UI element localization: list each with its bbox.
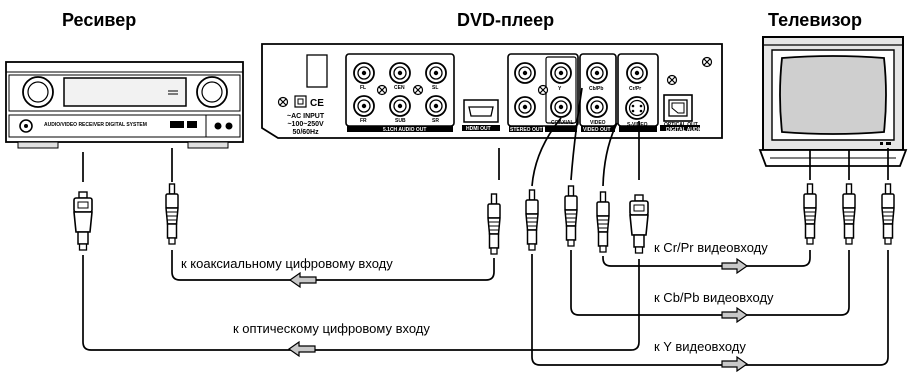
cb-pb-cable xyxy=(570,250,850,316)
jack-component-y xyxy=(550,96,572,118)
plugs xyxy=(73,183,895,255)
coaxial-connection-caption: к коаксиальному цифровому входу xyxy=(180,256,394,271)
dvd-player-title: DVD-плеер xyxy=(457,10,555,30)
stereo-out-label: STEREO OUT xyxy=(510,127,543,133)
component-cb-label: Cb/Pb xyxy=(589,86,604,92)
video-label: VIDEO xyxy=(590,120,606,126)
hdmi-label: HDMI OUT xyxy=(466,126,491,132)
component-y-label: Y xyxy=(558,86,562,92)
jack-component-cr xyxy=(626,62,648,84)
component-cr-label: Cr/Pr xyxy=(629,86,642,92)
hdmi-port xyxy=(462,99,500,131)
jack-stereo-r xyxy=(514,96,536,118)
audio-5-1-label: 5.1CH AUDIO OUT xyxy=(383,127,427,133)
receiver-optical-plug xyxy=(73,191,93,251)
svideo-label: S-VIDEO xyxy=(627,122,648,128)
optical-arrow-icon xyxy=(287,340,316,358)
tv-screen xyxy=(779,55,887,135)
cables xyxy=(82,87,889,366)
y-connection-caption: к Y видеовходу xyxy=(653,339,747,354)
receiver-power-button xyxy=(19,119,33,133)
tv-title: Телевизор xyxy=(768,10,862,30)
receiver-input-jack xyxy=(225,122,233,130)
y-arrow-icon xyxy=(721,355,749,372)
jack-stereo-l xyxy=(514,62,536,84)
optical-out-label: OPTICAL OUT xyxy=(664,122,698,128)
receiver-coaxial-plug xyxy=(165,183,179,245)
digital-audio-label: DIGITAL AUDIO xyxy=(666,127,703,133)
jack-sr xyxy=(425,95,447,117)
svg-text:CE: CE xyxy=(310,98,324,109)
jack-component-cb xyxy=(586,62,608,84)
receiver-headphone-jack xyxy=(214,122,222,130)
jack-label-fr: FR xyxy=(360,118,367,124)
receiver-device xyxy=(5,61,244,149)
jack-fr xyxy=(353,95,375,117)
jack-coaxial xyxy=(550,62,572,84)
dvd-cb-plug xyxy=(564,185,578,247)
cb-pb-arrow-icon xyxy=(721,306,749,324)
optical-connection-caption: к оптическому цифровому входу xyxy=(232,321,431,336)
dvd-optical-plug xyxy=(629,194,649,254)
jack-label-sl: SL xyxy=(432,85,439,91)
tv-y-plug xyxy=(881,183,895,245)
power-socket xyxy=(294,95,307,108)
video-out-label: VIDEO OUT xyxy=(583,127,611,133)
receiver-model-text: AUDIO/VIDEO RECEIVER DIGITAL SYSTEM xyxy=(44,122,147,128)
jack-label-cen: CEN xyxy=(394,85,405,91)
jack-cen xyxy=(389,62,411,84)
coaxial-label: COAXIAL xyxy=(551,120,574,126)
coaxial-cable xyxy=(171,250,495,281)
tv-cr-plug xyxy=(803,183,817,245)
receiver-volume-knob-left xyxy=(22,76,54,108)
jack-fl xyxy=(353,62,375,84)
jack-label-sr: SR xyxy=(432,118,439,124)
cb-pb-connection-caption: к Cb/Pb видеовходу xyxy=(653,290,775,305)
dvd-coaxial-plug xyxy=(487,193,501,255)
y-cable xyxy=(531,250,889,366)
receiver-title: Ресивер xyxy=(62,10,137,30)
tv-cb-plug xyxy=(842,183,856,245)
jack-sl xyxy=(425,62,447,84)
optical-cable xyxy=(82,255,640,351)
cr-pr-connection-caption: к Cr/Pr видеовходу xyxy=(653,240,769,255)
receiver-volume-knob-right xyxy=(196,76,228,108)
television xyxy=(758,36,908,167)
receiver-display xyxy=(63,77,187,107)
ac-input-label: ~AC INPUT ~100~250V 50/60Hz xyxy=(287,113,325,136)
coaxial-arrow-icon xyxy=(288,271,317,289)
cr-pr-arrow-icon xyxy=(721,257,749,275)
dvd-player-rear-panel: CE xyxy=(261,43,723,139)
direction-arrows xyxy=(287,257,749,372)
jack-label-sub: SUB xyxy=(395,118,406,124)
dvd-cr-plug xyxy=(596,191,610,253)
jack-video xyxy=(586,96,608,118)
optical-out-port xyxy=(660,94,700,131)
svideo-jack xyxy=(625,96,649,120)
jack-label-fl: FL xyxy=(360,85,367,91)
cr-pr-cable xyxy=(602,250,811,267)
jack-sub xyxy=(389,95,411,117)
dvd-y-plug xyxy=(525,189,539,251)
